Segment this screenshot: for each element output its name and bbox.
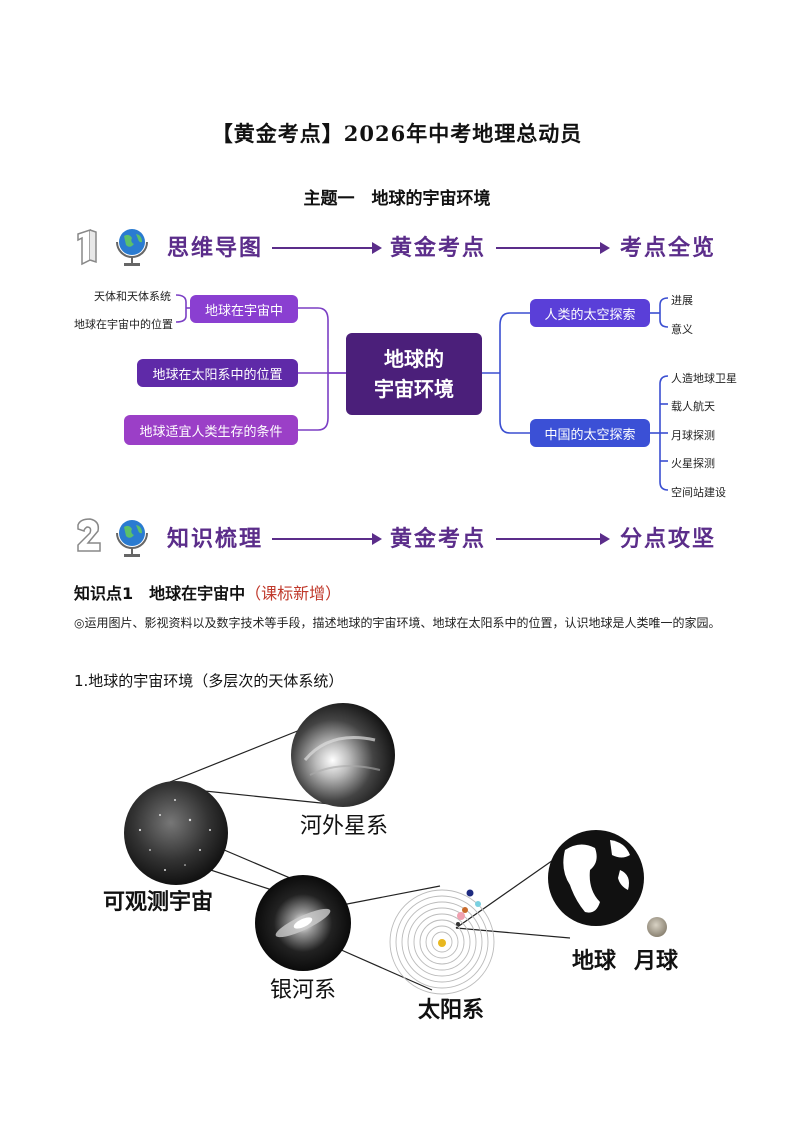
mindmap-center: 地球的 宇宙环境 [346, 333, 482, 415]
mindmap-node-earth-in-solar-system: 地球在太阳系中的位置 [137, 359, 298, 387]
mindmap-node-human-space: 人类的太空探索 [530, 299, 650, 327]
section-heading: 1.地球的宇宙环境（多层次的天体系统） [74, 672, 344, 690]
mindmap-subitem: 月球探测 [671, 429, 715, 442]
banner-mindmap: 思维导图 黄金考点 考点全览 [72, 224, 752, 272]
banner-knowledge: 知识梳理 黄金考点 分点攻坚 [72, 515, 752, 563]
curriculum-requirement: ◎运用图片、影视资料以及数字技术等手段，描述地球的宇宙环境、地球在太阳系中的位置… [74, 616, 721, 630]
mindmap-subitem: 载人航天 [671, 400, 715, 413]
extragalactic-galaxy-image [291, 703, 395, 807]
banner-step-2: 黄金考点 [390, 235, 487, 261]
mindmap-center-line1: 地球的 [384, 347, 444, 371]
mindmap: 天体和天体系统 地球在宇宙中的位置 地球在宇宙中 地球在太阳系中的位置 地球适宜… [0, 280, 794, 500]
page-subtitle: 主题一 地球的宇宙环境 [303, 189, 491, 209]
mindmap-subitem: 地球在宇宙中的位置 [74, 318, 173, 331]
arrow-right-icon [496, 242, 610, 254]
solar-system-image [389, 889, 495, 995]
celestial-system-figure: 河外星系 可观测宇宙 银河系 太阳系 地球 月球 [0, 690, 794, 1030]
mindmap-subitem: 人造地球卫星 [671, 372, 737, 385]
label-extragalactic: 河外星系 [300, 814, 389, 839]
label-milky-way: 银河系 [270, 978, 337, 1003]
mindmap-subitem: 意义 [671, 323, 693, 336]
banner-step-2: 黄金考点 [390, 526, 487, 552]
number-one-badge-icon [77, 228, 97, 266]
knowledge-title-text: 知识点1 地球在宇宙中 [74, 584, 246, 603]
label-moon: 月球 [634, 948, 679, 974]
mindmap-node-earth-in-universe: 地球在宇宙中 [190, 295, 298, 323]
page-title: 【黄金考点】2026年中考地理总动员 [211, 121, 583, 146]
arrow-right-icon [496, 533, 610, 545]
knowledge-tag: （课标新增） [245, 584, 342, 603]
figure-graphics [124, 703, 667, 995]
mindmap-center-line2: 宇宙环境 [374, 377, 454, 401]
label-observable-universe: 可观测宇宙 [103, 889, 214, 915]
mindmap-node-living-conditions: 地球适宜人类生存的条件 [124, 415, 298, 445]
mindmap-subitem: 进展 [671, 294, 693, 307]
arrow-right-icon [272, 242, 382, 254]
knowledge-title: 知识点1 地球在宇宙中（课标新增） [74, 580, 341, 604]
banner-step-3: 考点全览 [620, 235, 717, 261]
banner-step-3: 分点攻坚 [620, 526, 717, 552]
label-earth: 地球 [572, 948, 617, 974]
mindmap-node-china-space: 中国的太空探索 [530, 419, 650, 447]
mindmap-connectors [175, 294, 669, 491]
mindmap-subitem: 空间站建设 [671, 486, 726, 499]
mindmap-subitem: 火星探测 [671, 457, 715, 470]
banner-step-1: 知识梳理 [167, 526, 264, 552]
globe-icon [116, 520, 148, 557]
arrow-right-icon [272, 533, 382, 545]
banner-step-1: 思维导图 [167, 235, 264, 261]
earth-image [548, 830, 644, 926]
number-two-badge-icon [77, 518, 101, 552]
moon-image [647, 917, 667, 937]
mindmap-subitem: 天体和天体系统 [94, 290, 171, 303]
globe-icon [116, 229, 148, 266]
observable-universe-image [124, 781, 228, 885]
label-solar-system: 太阳系 [418, 997, 485, 1023]
